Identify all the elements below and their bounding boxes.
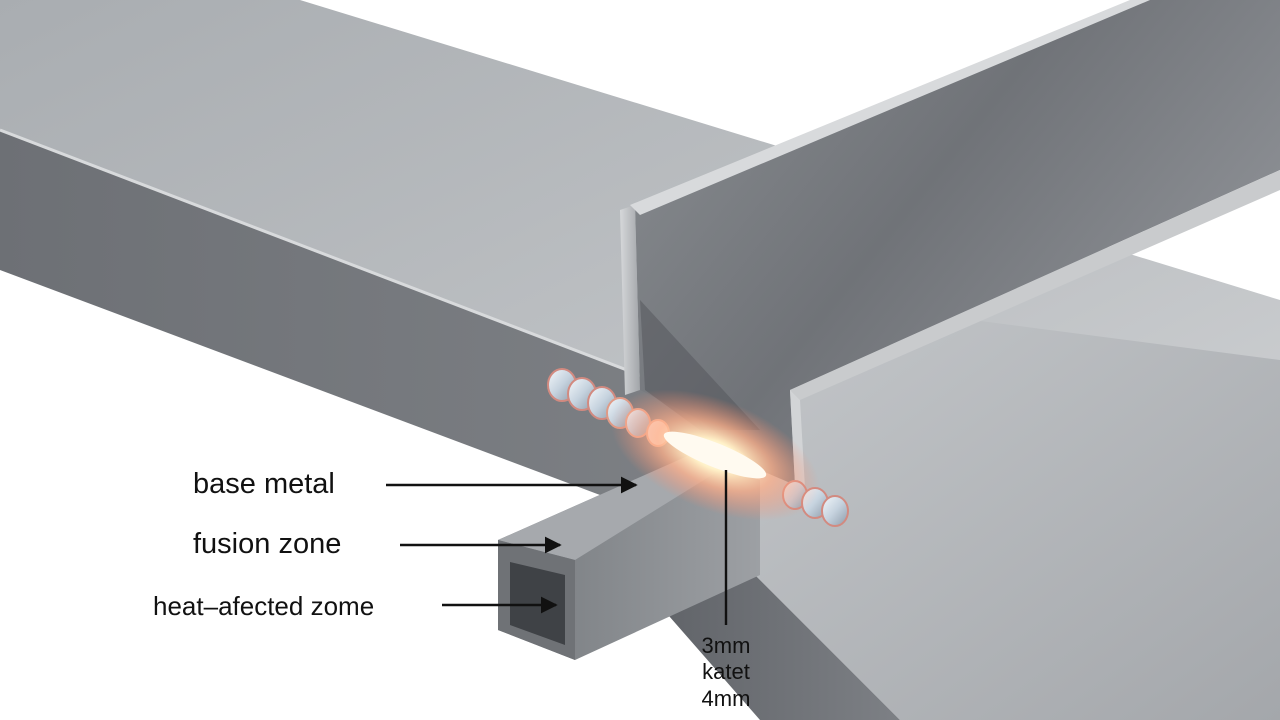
dimension-line-3: 4mm <box>701 685 751 711</box>
dimension-line-2: katet <box>702 659 750 685</box>
base-metal-label: base metal <box>193 468 335 500</box>
dimension-line-1: 3mm <box>701 633 751 658</box>
haz-label: heat–afected zome <box>153 591 375 621</box>
arc-glow <box>610 389 820 521</box>
plate-lower-edge <box>790 170 1280 400</box>
square-tube <box>498 455 760 660</box>
beam-b-top <box>700 300 1280 720</box>
plate-face <box>635 0 1280 485</box>
plate-top-edge <box>630 0 1150 215</box>
fusion-zone-label: fusion zone <box>193 528 342 560</box>
tube-hollow <box>510 562 565 645</box>
plate-left-edge <box>620 205 640 395</box>
dimension-label: 3mm katet 4mm <box>690 633 762 712</box>
vertical-plate <box>620 0 1280 488</box>
